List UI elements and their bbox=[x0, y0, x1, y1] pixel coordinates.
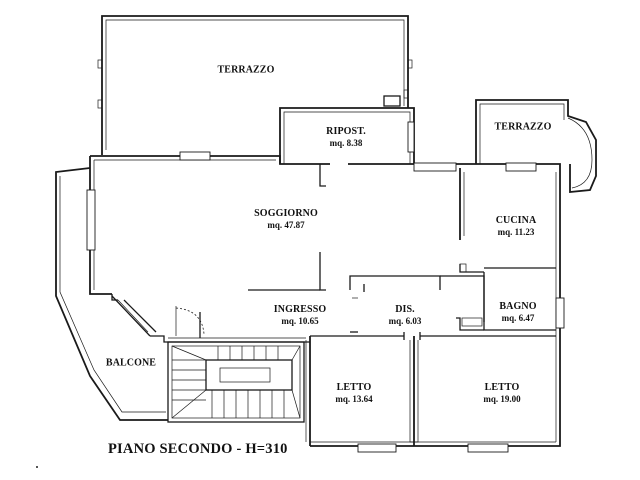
dis-name: DIS. bbox=[395, 304, 415, 316]
soggiorno-name: SOGGIORNO bbox=[254, 208, 318, 220]
plan-title: PIANO SECONDO - H=310 bbox=[108, 441, 288, 457]
ripost-label: RIPOST. mq. 8.38 bbox=[326, 126, 366, 148]
bedroom-walls bbox=[305, 332, 556, 446]
stray-mark bbox=[36, 466, 38, 468]
balcone-name: BALCONE bbox=[105, 357, 157, 369]
soggiorno-label: SOGGIORNO mq. 47.87 bbox=[254, 208, 318, 230]
kitchen-walls bbox=[459, 168, 556, 273]
balcony-outline bbox=[55, 167, 168, 421]
storage-room-walls bbox=[279, 107, 415, 164]
letto-1-area: mq. 13.64 bbox=[335, 393, 373, 404]
ripost-area: mq. 8.38 bbox=[329, 137, 363, 148]
balcone-label: BALCONE bbox=[106, 357, 156, 369]
bagno-area: mq. 6.47 bbox=[501, 312, 535, 323]
ingresso-name: INGRESSO bbox=[273, 304, 327, 316]
terrazzo-main-label: TERRAZZO bbox=[218, 64, 275, 76]
letto-2-area: mq. 19.00 bbox=[483, 393, 521, 404]
staircase bbox=[167, 341, 305, 423]
dis-area: mq. 6.03 bbox=[388, 315, 422, 326]
bagno-label: BAGNO mq. 6.47 bbox=[499, 301, 536, 323]
letto-2-label: LETTO mq. 19.00 bbox=[483, 382, 520, 404]
terrace-main-outline bbox=[97, 15, 413, 155]
ingresso-area: mq. 10.65 bbox=[281, 315, 319, 326]
terrace-right-outline bbox=[475, 99, 597, 193]
dis-label: DIS. mq. 6.03 bbox=[389, 304, 422, 326]
bagno-name: BAGNO bbox=[499, 301, 537, 313]
ingresso-label: INGRESSO mq. 10.65 bbox=[274, 304, 327, 326]
terrazzo-right-name: TERRAZZO bbox=[494, 121, 552, 133]
cucina-area: mq. 11.23 bbox=[497, 226, 535, 237]
letto-1-label: LETTO mq. 13.64 bbox=[335, 382, 372, 404]
ripost-name: RIPOST. bbox=[326, 126, 366, 138]
bathroom-walls bbox=[456, 272, 556, 331]
cucina-name: CUCINA bbox=[495, 215, 537, 227]
soggiorno-area: mq. 47.87 bbox=[267, 219, 305, 230]
terrazzo-right-label: TERRAZZO bbox=[495, 121, 552, 133]
terrazzo-main-name: TERRAZZO bbox=[217, 64, 275, 76]
letto-2-name: LETTO bbox=[484, 382, 520, 394]
cucina-label: CUCINA mq. 11.23 bbox=[496, 215, 537, 237]
windows bbox=[86, 151, 565, 453]
letto-1-name: LETTO bbox=[336, 382, 372, 394]
living-room-details bbox=[248, 164, 326, 291]
